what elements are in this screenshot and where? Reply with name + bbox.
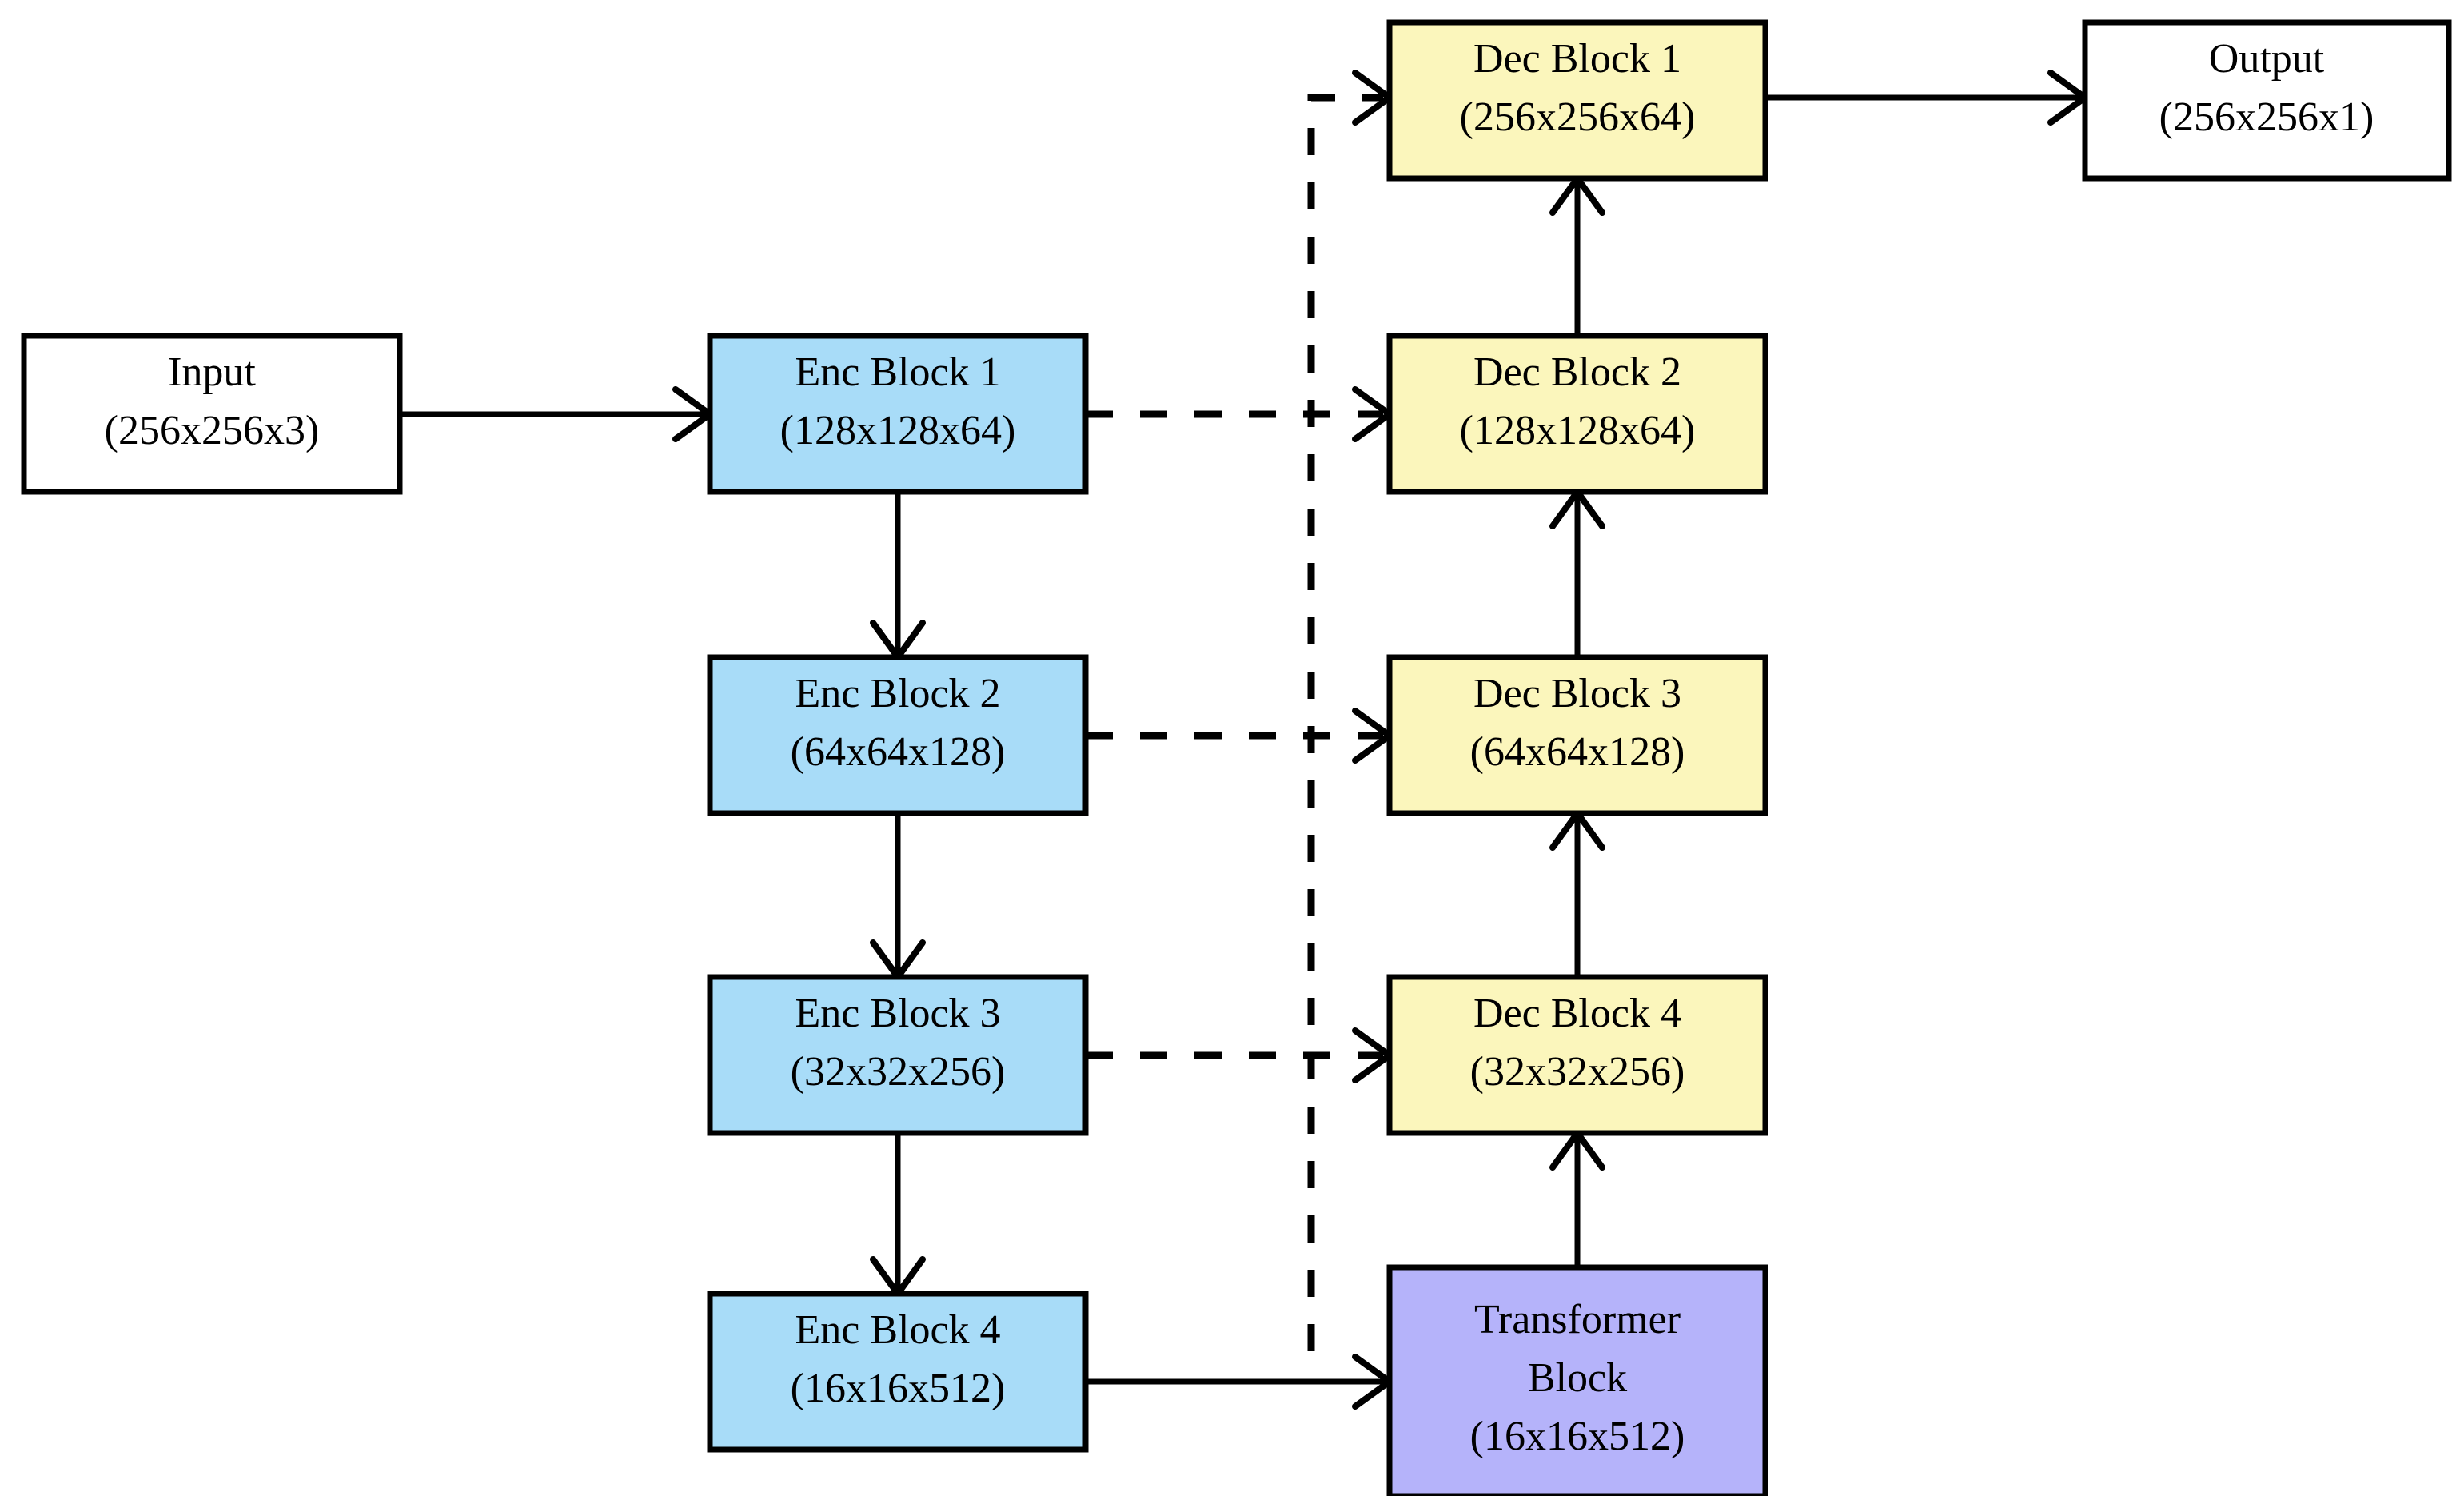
node-enc-block-4-line2: (16x16x512) — [791, 1366, 1006, 1411]
node-enc-block-3[interactable]: Enc Block 3 (32x32x256) — [707, 974, 1089, 1136]
edge-dec4-to-dec3 — [1549, 810, 1605, 977]
node-enc-block-1-line2: (128x128x64) — [780, 408, 1016, 453]
node-enc-block-3-line2: (32x32x256) — [791, 1049, 1006, 1095]
node-enc-block-1[interactable]: Enc Block 1 (128x128x64) — [707, 333, 1089, 495]
edge-skip-enc3-to-dec4 — [1086, 1027, 1393, 1083]
node-enc-block-3-line1: Enc Block 3 — [795, 991, 1000, 1036]
node-dec-block-1-line2: (256x256x64) — [1460, 94, 1696, 140]
node-dec-block-4-line2: (32x32x256) — [1470, 1049, 1685, 1095]
edge-enc1-to-enc2 — [870, 492, 926, 660]
node-dec-block-4-line1: Dec Block 4 — [1473, 991, 1681, 1036]
node-enc-block-1-box[interactable] — [707, 333, 1089, 495]
edge-dec3-to-dec2 — [1549, 489, 1605, 657]
node-dec-block-1-line1: Dec Block 1 — [1473, 36, 1681, 82]
edge-layer — [400, 70, 2088, 1410]
node-transformer-block-line2: Block — [1528, 1355, 1627, 1401]
node-dec-block-2[interactable]: Dec Block 2 (128x128x64) — [1386, 333, 1768, 495]
node-dec-block-1-box[interactable] — [1386, 19, 1768, 182]
node-enc-block-2-box[interactable] — [707, 654, 1089, 816]
edge-dec1-to-output — [1765, 70, 2088, 126]
node-dec-block-3[interactable]: Dec Block 3 (64x64x128) — [1386, 654, 1768, 816]
node-input-line2: (256x256x3) — [105, 408, 320, 453]
edge-input-to-enc1 — [400, 386, 713, 442]
node-transformer-block-line3: (16x16x512) — [1470, 1414, 1685, 1459]
edge-skip-bottleneck-to-dec1 — [1307, 70, 1393, 1351]
node-dec-block-2-line2: (128x128x64) — [1460, 408, 1696, 453]
edge-transformer-to-dec4 — [1549, 1130, 1605, 1267]
node-enc-block-2-line1: Enc Block 2 — [795, 671, 1000, 716]
node-enc-block-4-line1: Enc Block 4 — [795, 1307, 1000, 1353]
node-output[interactable]: Output (256x256x1) — [2082, 19, 2452, 182]
node-enc-block-4-box[interactable] — [707, 1291, 1089, 1453]
node-dec-block-3-line1: Dec Block 3 — [1473, 671, 1681, 716]
node-dec-block-3-box[interactable] — [1386, 654, 1768, 816]
node-dec-block-1[interactable]: Dec Block 1 (256x256x64) — [1386, 19, 1768, 182]
node-enc-block-3-box[interactable] — [707, 974, 1089, 1136]
node-dec-block-2-line1: Dec Block 2 — [1473, 349, 1681, 395]
edge-enc3-to-enc4 — [870, 1133, 926, 1297]
node-enc-block-2[interactable]: Enc Block 2 (64x64x128) — [707, 654, 1089, 816]
edge-enc4-to-transformer — [1086, 1354, 1393, 1410]
edge-skip-enc2-to-dec3 — [1086, 708, 1393, 764]
node-enc-block-2-line2: (64x64x128) — [791, 729, 1006, 775]
node-dec-block-4[interactable]: Dec Block 4 (32x32x256) — [1386, 974, 1768, 1136]
node-enc-block-1-line1: Enc Block 1 — [795, 349, 1000, 395]
node-output-line2: (256x256x1) — [2159, 94, 2374, 140]
edge-skip-enc1-to-dec2 — [1086, 386, 1393, 442]
node-transformer-block-box[interactable] — [1386, 1264, 1768, 1496]
node-enc-block-4[interactable]: Enc Block 4 (16x16x512) — [707, 1291, 1089, 1453]
node-dec-block-3-line2: (64x64x128) — [1470, 729, 1685, 775]
node-input[interactable]: Input (256x256x3) — [21, 333, 403, 495]
node-dec-block-4-box[interactable] — [1386, 974, 1768, 1136]
node-output-line1: Output — [2209, 36, 2325, 82]
node-input-line1: Input — [168, 349, 256, 395]
node-output-box[interactable] — [2082, 19, 2452, 182]
edge-dec2-to-dec1 — [1549, 175, 1605, 336]
node-transformer-block[interactable]: Transformer Block (16x16x512) — [1386, 1264, 1768, 1496]
node-input-box[interactable] — [21, 333, 403, 495]
node-dec-block-2-box[interactable] — [1386, 333, 1768, 495]
node-transformer-block-line1: Transformer — [1474, 1297, 1681, 1342]
edge-enc2-to-enc3 — [870, 813, 926, 980]
